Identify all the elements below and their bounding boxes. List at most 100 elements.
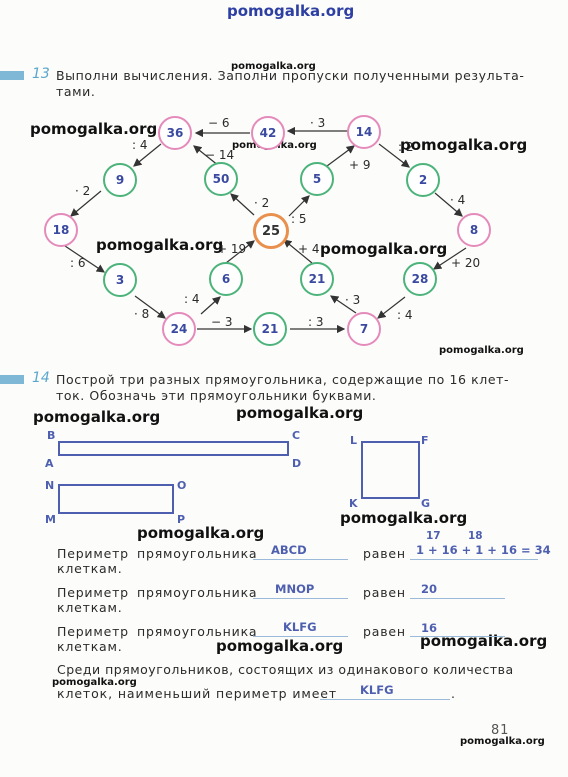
answer-line <box>410 559 538 560</box>
node-28: 28 <box>403 262 437 296</box>
answer-hint: 17 <box>426 530 441 542</box>
op-label: : 4 <box>184 292 200 306</box>
answer-line <box>253 636 348 637</box>
node-18: 18 <box>44 213 78 247</box>
equals-label: равен <box>363 585 406 600</box>
task-marker <box>0 71 24 80</box>
rect-label: прямоугольника <box>137 546 258 561</box>
corner-label: M <box>45 513 56 526</box>
op-label: : 4 <box>397 308 413 322</box>
task-text: Построй три разных прямоугольника, содер… <box>56 372 510 387</box>
watermark: pomogalka.org <box>216 637 344 655</box>
node-21-mid: 21 <box>300 262 334 296</box>
rectangle-abcd <box>58 441 289 456</box>
answer-line <box>410 598 505 599</box>
op-label: · 2 <box>254 196 270 210</box>
watermark: pomogalka.org <box>320 240 448 258</box>
op-label: + 19 <box>217 242 247 256</box>
task-number: 14 <box>32 370 50 386</box>
corner-label: C <box>292 429 301 442</box>
perimeter-label: Периметр <box>57 546 129 561</box>
watermark-top: pomogalka.org <box>227 2 355 20</box>
op-label: : 2 <box>398 140 414 154</box>
op-label: · 3 <box>310 116 326 130</box>
corner-label: A <box>45 457 54 470</box>
node-9: 9 <box>103 163 137 197</box>
corner-label: N <box>45 479 55 492</box>
op-label: − 14 <box>205 148 235 162</box>
page-number: 81 <box>491 723 510 738</box>
rect-label: прямоугольника <box>137 624 258 639</box>
cells-label: клеткам. <box>57 600 123 615</box>
op-label: · 8 <box>134 307 150 321</box>
node-14: 14 <box>347 115 381 149</box>
rectangle-mnop <box>58 484 174 514</box>
node-42: 42 <box>251 116 285 150</box>
equals-label: равен <box>363 624 406 639</box>
op-label: + 9 <box>349 158 371 172</box>
conclusion-text: клеток, наименьший периметр имеет <box>57 686 338 701</box>
task-marker <box>0 375 24 384</box>
perimeter-label: Периметр <box>57 585 129 600</box>
equals-label: равен <box>363 546 406 561</box>
rectangle-klfg <box>361 441 420 499</box>
answer-value: 1 + 16 + 1 + 16 = 34 <box>416 543 551 557</box>
corner-label: O <box>177 479 187 492</box>
node-5: 5 <box>300 162 334 196</box>
watermark: pomogalka.org <box>236 404 364 422</box>
watermark: pomogalka.org <box>30 120 158 138</box>
node-2: 2 <box>406 163 440 197</box>
answer-line <box>253 559 348 560</box>
node-21-bottom: 21 <box>253 312 287 346</box>
answer-rect-name: KLFG <box>283 620 317 634</box>
corner-label: F <box>421 434 429 447</box>
answer-value: 16 <box>421 621 438 635</box>
node-25: 25 <box>253 213 289 249</box>
corner-label: B <box>47 429 56 442</box>
op-label: : 3 <box>308 315 324 329</box>
answer-line <box>410 636 505 637</box>
op-label: − 3 <box>211 315 233 329</box>
watermark: pomogalka.org <box>400 136 528 154</box>
watermark: pomogalka.org <box>33 408 161 426</box>
op-label: − 6 <box>208 116 230 130</box>
watermark: pomogalka.org <box>340 509 468 527</box>
node-8: 8 <box>457 213 491 247</box>
op-label: + 20 <box>451 256 481 270</box>
corner-label: K <box>349 497 358 510</box>
node-36: 36 <box>158 116 192 150</box>
answer-hint: 18 <box>468 530 483 542</box>
perimeter-label: Периметр <box>57 624 129 639</box>
conclusion-text: Среди прямоугольников, состоящих из один… <box>57 662 514 677</box>
watermark: pomogalka.org <box>96 236 224 254</box>
task-text: ток. Обозначь эти прямоугольники буквами… <box>56 388 377 403</box>
op-label: · 2 <box>75 184 91 198</box>
watermark: pomogalka.org <box>439 345 524 356</box>
answer-line <box>253 598 348 599</box>
task-text: тами. <box>56 84 96 99</box>
op-label: · 3 <box>345 293 361 307</box>
op-label: : 6 <box>70 256 86 270</box>
conclusion-period: . <box>451 686 456 701</box>
task-number: 13 <box>32 66 50 82</box>
corner-label: D <box>292 457 302 470</box>
answer-rect-name: MNOP <box>275 582 315 596</box>
node-24: 24 <box>162 312 196 346</box>
corner-label: L <box>350 434 358 447</box>
watermark: pomogalka.org <box>52 677 137 688</box>
watermark: pomogalka.org <box>460 736 545 747</box>
cells-label: клеткам. <box>57 639 123 654</box>
rect-label: прямоугольника <box>137 585 258 600</box>
answer-rect-name: ABCD <box>271 543 307 557</box>
node-50: 50 <box>204 162 238 196</box>
task-text: Выполни вычисления. Заполни пропуски пол… <box>56 68 525 83</box>
cells-label: клеткам. <box>57 561 123 576</box>
watermark: pomogalka.org <box>231 61 316 72</box>
op-label: : 4 <box>132 138 148 152</box>
answer-line <box>320 699 450 700</box>
conclusion-answer: KLFG <box>360 683 394 697</box>
op-label: + 4 <box>298 242 320 256</box>
answer-value: 20 <box>421 582 438 596</box>
op-label: : 5 <box>291 212 307 226</box>
